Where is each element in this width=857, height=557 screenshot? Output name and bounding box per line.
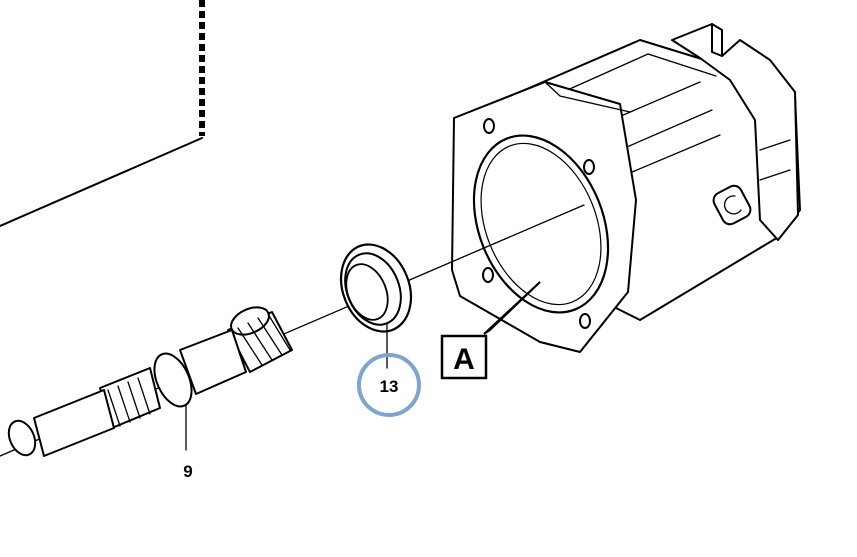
- pump-housing: [451, 23, 801, 353]
- view-letter-box: A: [440, 334, 488, 380]
- label-part-13: 13: [380, 377, 399, 396]
- drive-shaft: [7, 306, 293, 457]
- seal-ring: [339, 243, 413, 333]
- view-letter: A: [453, 343, 475, 376]
- leader-line-a: [483, 281, 541, 335]
- label-part-9: 9: [183, 462, 192, 481]
- adjacent-component-outline: [0, 0, 205, 227]
- highlight-circle: [357, 353, 421, 417]
